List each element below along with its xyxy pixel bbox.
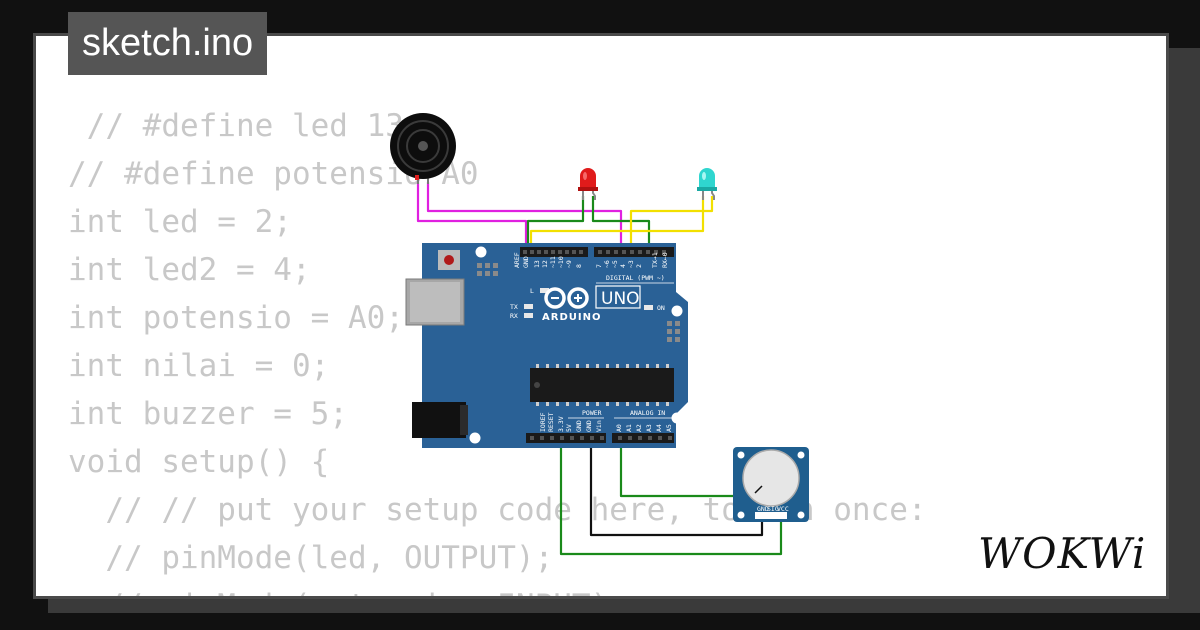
power-pin-labels: IOREF RESET 3.3V 5V GND GND Vin (539, 412, 603, 432)
pot-pin-label: GND (757, 505, 769, 513)
pot-pin-label: SIG (767, 505, 779, 513)
power-jack (412, 402, 466, 438)
cyan-led[interactable] (697, 168, 717, 200)
wire-cyan-led-1 (529, 196, 705, 251)
pin-label: 2 (635, 264, 643, 268)
wokwi-logo[interactable]: WOKWi (976, 528, 1152, 576)
code-line: int led2 = 4; (68, 252, 311, 288)
pin-label: A0 (615, 424, 623, 432)
digital-header (520, 247, 674, 257)
sketch-title[interactable]: sketch.ino (68, 12, 268, 75)
arduino-uno-board[interactable]: AREF GND 13 12 ~11 ~10 ~9 8 7 ~6 ~5 4 ~3… (405, 243, 688, 448)
pin-label: TX→1 (651, 252, 659, 268)
code-line: void setup() { (68, 444, 330, 480)
pin-label: 8 (575, 264, 583, 268)
digital-pin-labels: AREF GND 13 12 ~11 ~10 ~9 8 7 ~6 ~5 4 ~3… (513, 252, 669, 268)
arduino-infinity-logo (544, 287, 589, 309)
pin-label: IOREF (539, 412, 547, 432)
code-line: // // put your setup code here, to run o… (68, 492, 927, 528)
code-preview: // #define led 13 // #define potensio A0 i… (68, 102, 927, 596)
atmega-chip (530, 364, 674, 406)
wire-pot-vcc (559, 438, 783, 556)
pin-label: 4 (619, 264, 627, 268)
pin-label: A2 (635, 424, 643, 432)
wire-cyan-led-2 (629, 196, 714, 251)
power-header (526, 433, 674, 443)
pin-label: 3.3V (557, 416, 565, 432)
l-label: L (530, 287, 534, 295)
analog-pin-labels: A0 A1 A2 A3 A4 A5 (615, 424, 673, 432)
code-line: int buzzer = 5; (68, 396, 348, 432)
pin-label: 12 (541, 260, 549, 268)
pin-label: RESET (547, 412, 555, 432)
pin-label: A1 (625, 424, 633, 432)
l-led (540, 288, 549, 293)
pin-label: GND (585, 420, 593, 432)
digital-label: DIGITAL (PWM ~) (606, 274, 665, 282)
pin-label: Vin (595, 420, 603, 432)
pin-label: ~11 (549, 256, 557, 268)
pin-label: A3 (645, 424, 653, 432)
on-label: ON (657, 304, 665, 312)
tx-label: TX (510, 303, 518, 311)
wire-pot-gnd (589, 438, 764, 537)
pot-pin-label: VCC (777, 505, 789, 513)
pin-label: 7 (595, 264, 603, 268)
code-line: int nilai = 0; (68, 348, 330, 384)
pin-label: A4 (655, 424, 663, 432)
code-line: // pinMode(led, OUTPUT); (68, 540, 554, 576)
analog-label: ANALOG IN (630, 409, 665, 417)
buzzer[interactable] (390, 113, 456, 184)
pin-label: ~6 (603, 260, 611, 268)
code-line: // #define led 13 (68, 108, 404, 144)
pin-label: GND (575, 420, 583, 432)
code-line: int potensio = A0; (68, 300, 404, 336)
potentiometer-knob[interactable] (742, 449, 800, 507)
pin-label: ~5 (611, 260, 619, 268)
pin-label: RX←0 (661, 252, 669, 268)
code-line: int led = 2; (68, 204, 292, 240)
wire-buzzer-neg (416, 182, 528, 251)
red-led[interactable] (578, 168, 598, 200)
wire-red-led-anode (591, 196, 651, 251)
pin-label: ~3 (627, 260, 635, 268)
pin-label: AREF (513, 252, 521, 268)
pin-label: GND (522, 256, 530, 268)
pin-label: 5V (565, 424, 573, 432)
potentiometer[interactable]: GND SIG VCC (733, 447, 809, 522)
wire-red-led-neg (526, 196, 585, 251)
pin-label: 13 (533, 260, 541, 268)
code-line: // pinMode(potensio, INPUT); (68, 582, 927, 596)
arduino-wordmark: ARDUINO (542, 312, 601, 323)
wokwi-logo-text: WOKWi (978, 529, 1146, 576)
power-led (644, 305, 653, 310)
power-label: POWER (582, 409, 602, 417)
code-line: // #define potensio A0 (68, 156, 479, 192)
pin-label: A5 (665, 424, 673, 432)
rx-label: RX (510, 312, 518, 320)
board-model: UNO (601, 289, 640, 309)
pin-label: ~10 (557, 256, 565, 268)
pin-label: ~9 (565, 260, 573, 268)
